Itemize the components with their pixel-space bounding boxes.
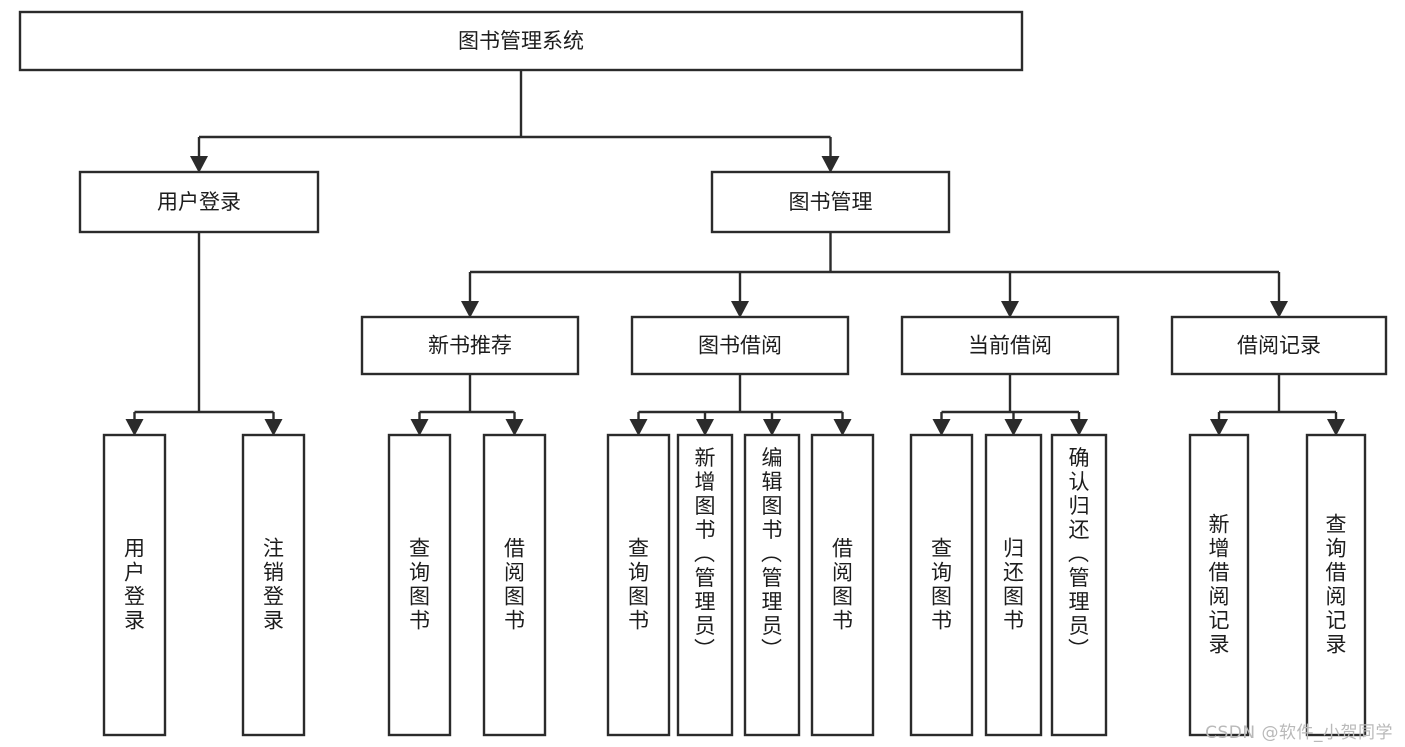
node-label: 图书借阅 (698, 334, 782, 358)
node-newbook[interactable]: 新书推荐 (360, 315, 580, 376)
edge-group-current (932, 374, 1088, 436)
node-box[interactable] (984, 433, 1043, 737)
node-box[interactable] (78, 170, 320, 234)
edge-group-newbook (410, 374, 524, 436)
node-box[interactable] (743, 433, 801, 737)
node-leaf-add-book[interactable]: 新增图书（管理员） (676, 433, 734, 737)
node-leaf-add-record[interactable]: 新增借阅记录 (1188, 433, 1250, 737)
node-label: 用户登录 (157, 190, 241, 214)
node-label: 图书管理 (789, 190, 873, 214)
node-leaf-logout[interactable]: 注销登录 (241, 433, 306, 737)
node-label: 新增图书（管理员） (694, 446, 716, 662)
node-label: 新增借阅记录 (1209, 513, 1230, 657)
arrow-head-icon (461, 301, 479, 318)
node-box[interactable] (900, 315, 1120, 376)
node-leaf-query-book-3[interactable]: 查询图书 (909, 433, 974, 737)
node-label: 新书推荐 (428, 334, 512, 358)
node-borrow[interactable]: 图书借阅 (630, 315, 850, 376)
arrow-head-icon (1004, 419, 1023, 436)
node-box[interactable] (676, 433, 734, 737)
node-box[interactable] (710, 170, 951, 234)
node-leaf-confirm-return[interactable]: 确认归还（管理员） (1050, 433, 1108, 737)
node-leaf-query-record[interactable]: 查询借阅记录 (1305, 433, 1367, 737)
node-bookmgmt[interactable]: 图书管理 (710, 170, 951, 234)
node-box[interactable] (810, 433, 875, 737)
node-leaf-query-book-1[interactable]: 查询图书 (387, 433, 452, 737)
node-label: 借阅记录 (1237, 334, 1321, 358)
node-label: 编辑图书（管理员） (761, 446, 783, 662)
node-leaf-borrow-book-2[interactable]: 借阅图书 (810, 433, 875, 737)
edge-group-borrow (629, 374, 852, 436)
node-label: 查询图书 (628, 537, 649, 633)
node-box[interactable] (1188, 433, 1250, 737)
node-leaf-borrow-book-1[interactable]: 借阅图书 (482, 433, 547, 737)
edge-group-record (1210, 374, 1345, 436)
arrow-head-icon (696, 419, 714, 436)
nodes-layer: 图书管理系统用户登录图书管理新书推荐图书借阅当前借阅借阅记录用户登录注销登录查询… (18, 10, 1388, 737)
node-leaf-return-book[interactable]: 归还图书 (984, 433, 1043, 737)
node-box[interactable] (630, 315, 850, 376)
arrow-head-icon (833, 419, 852, 436)
node-current[interactable]: 当前借阅 (900, 315, 1120, 376)
node-box[interactable] (18, 10, 1024, 72)
node-label: 当前借阅 (968, 334, 1052, 358)
node-label: 归还图书 (1003, 537, 1024, 633)
arrow-head-icon (763, 419, 781, 436)
arrow-head-icon (125, 419, 144, 436)
node-label: 注销登录 (263, 537, 284, 633)
node-login[interactable]: 用户登录 (78, 170, 320, 234)
node-label: 用户登录 (124, 537, 145, 633)
arrow-head-icon (190, 156, 208, 173)
node-box[interactable] (482, 433, 547, 737)
node-label: 查询图书 (931, 537, 952, 633)
node-label: 查询图书 (409, 537, 430, 633)
node-box[interactable] (606, 433, 671, 737)
arrow-head-icon (1070, 419, 1088, 436)
node-box[interactable] (909, 433, 974, 737)
arrow-head-icon (505, 419, 524, 436)
edge-group-root (190, 70, 840, 173)
node-box[interactable] (387, 433, 452, 737)
arrow-head-icon (264, 419, 283, 436)
node-label: 借阅图书 (504, 537, 525, 633)
edges-layer (125, 70, 1345, 436)
node-box[interactable] (241, 433, 306, 737)
arrow-head-icon (1270, 301, 1288, 318)
arrow-head-icon (731, 301, 749, 318)
arrow-head-icon (821, 156, 840, 173)
arrow-head-icon (410, 419, 429, 436)
node-label: 借阅图书 (832, 537, 853, 633)
arrow-head-icon (932, 419, 951, 436)
node-box[interactable] (102, 433, 167, 737)
edge-group-bookmgmt (461, 232, 1288, 318)
arrow-head-icon (1327, 419, 1345, 436)
node-leaf-edit-book[interactable]: 编辑图书（管理员） (743, 433, 801, 737)
arrow-head-icon (1001, 301, 1019, 318)
node-leaf-query-book-2[interactable]: 查询图书 (606, 433, 671, 737)
edge-group-login (125, 232, 283, 436)
node-label: 确认归还（管理员） (1068, 446, 1090, 662)
node-box[interactable] (360, 315, 580, 376)
node-box[interactable] (1050, 433, 1108, 737)
arrow-head-icon (1210, 419, 1228, 436)
node-label: 图书管理系统 (458, 29, 584, 53)
node-box[interactable] (1305, 433, 1367, 737)
node-record[interactable]: 借阅记录 (1170, 315, 1388, 376)
node-root[interactable]: 图书管理系统 (18, 10, 1024, 72)
arrow-head-icon (629, 419, 648, 436)
node-box[interactable] (1170, 315, 1388, 376)
node-leaf-user-login[interactable]: 用户登录 (102, 433, 167, 737)
node-label: 查询借阅记录 (1326, 513, 1347, 657)
